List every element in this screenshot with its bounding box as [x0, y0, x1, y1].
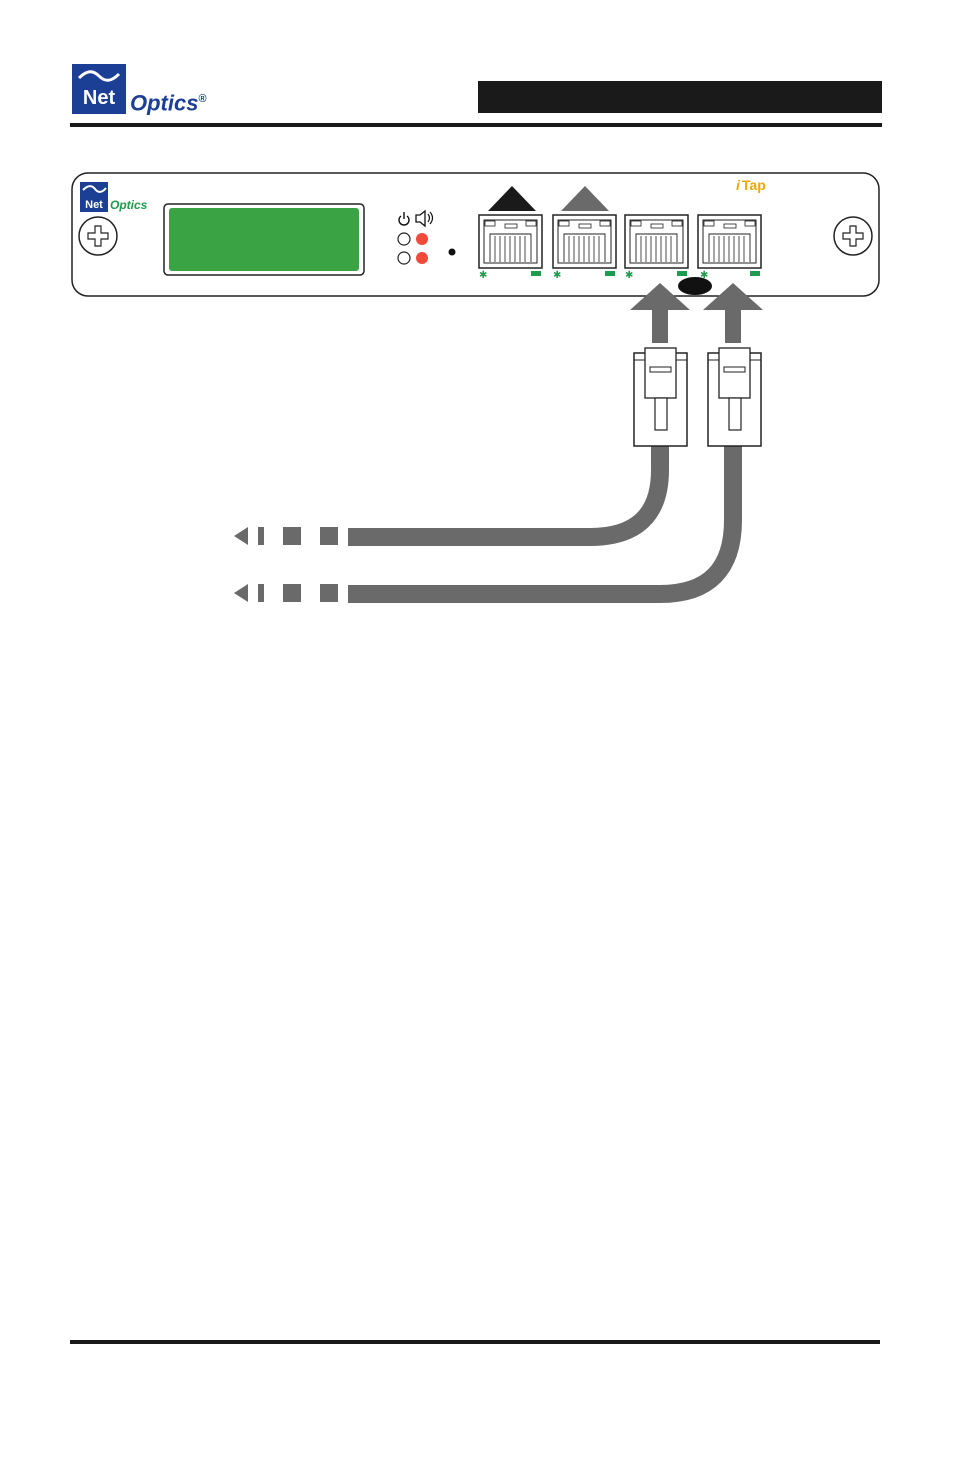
cable-1-arrowhead-icon — [234, 527, 248, 545]
link-led-icon-3: ✱ — [625, 270, 633, 281]
rj45-port-1[interactable] — [479, 215, 542, 268]
cable-2 — [348, 445, 733, 594]
lcd-display — [169, 208, 359, 271]
cable-2-tail — [234, 584, 338, 602]
rj45-port-2[interactable] — [553, 215, 616, 268]
alarm-led-2 — [416, 252, 428, 264]
panel-logo-optics: Optics — [110, 198, 148, 212]
status-led-1 — [398, 233, 410, 245]
activity-led-1 — [531, 271, 541, 276]
alarm-led-1 — [416, 233, 428, 245]
panel-oval-button[interactable] — [678, 277, 712, 295]
left-screw-icon — [79, 217, 117, 255]
panel-logo-net: Net — [85, 199, 103, 211]
cable-1-tail — [234, 527, 338, 545]
footer-rule — [70, 1340, 880, 1344]
cable-2-arrowhead-icon — [234, 584, 248, 602]
rj45-plug-1 — [634, 348, 687, 446]
right-screw-icon — [834, 217, 872, 255]
link-led-icon-1: ✱ — [479, 270, 487, 281]
rj45-port-3[interactable] — [625, 215, 688, 268]
activity-led-2 — [605, 271, 615, 276]
link-led-icon-2: ✱ — [553, 270, 561, 281]
activity-led-3 — [677, 271, 687, 276]
rj45-port-4[interactable] — [698, 215, 761, 268]
cable-1 — [348, 445, 660, 537]
model-name: Tap — [742, 177, 766, 193]
status-led-2 — [398, 252, 410, 264]
reset-button[interactable] — [449, 249, 456, 256]
activity-led-4 — [750, 271, 760, 276]
rj45-plug-2 — [708, 348, 761, 446]
